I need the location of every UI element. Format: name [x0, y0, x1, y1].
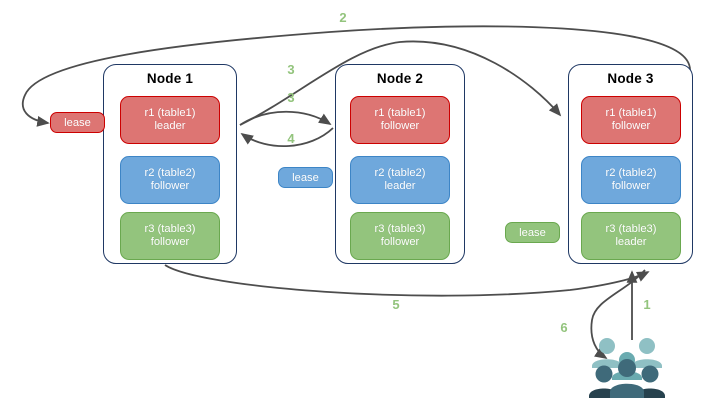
replica-label-line2: follower: [611, 180, 651, 192]
edge-5-node1-to-node3: [164, 264, 650, 297]
step-label-6: 6: [560, 320, 568, 335]
lease-badge-table1[interactable]: lease: [50, 112, 105, 133]
step-label-4: 4: [287, 131, 295, 146]
node-title-2: Node 2: [376, 71, 424, 86]
replica-node1-r2[interactable]: r2 (table2) follower: [120, 156, 220, 204]
replica-node2-r2[interactable]: r2 (table2) leader: [350, 156, 450, 204]
replica-node1-r1[interactable]: r1 (table1) leader: [120, 96, 220, 144]
replica-label-line2: follower: [150, 236, 190, 248]
replica-label-line1: r2 (table2): [374, 166, 426, 179]
replica-label-line2: follower: [380, 236, 420, 248]
replica-node3-r3[interactable]: r3 (table3) leader: [581, 212, 681, 260]
replica-label-line1: r3 (table3): [144, 222, 196, 235]
replica-node2-r3[interactable]: r3 (table3) follower: [350, 212, 450, 260]
replica-node2-r1[interactable]: r1 (table1) follower: [350, 96, 450, 144]
lease-badge-table3[interactable]: lease: [505, 222, 560, 243]
node-title-3: Node 3: [607, 71, 654, 86]
step-label-3b: 3: [287, 90, 295, 105]
replica-label-line1: r1 (table1): [374, 106, 426, 119]
replica-label-line1: r1 (table1): [144, 106, 196, 119]
step-label-1: 1: [643, 297, 651, 312]
replica-label-line1: r3 (table3): [605, 222, 657, 235]
replica-label-line1: r1 (table1): [605, 106, 657, 119]
replica-node3-r2[interactable]: r2 (table2) follower: [581, 156, 681, 204]
replica-label-line1: r2 (table2): [144, 166, 196, 179]
replica-label-line1: r3 (table3): [374, 222, 426, 235]
step-label-2: 2: [339, 10, 347, 25]
node-title-1: Node 1: [146, 71, 194, 86]
edge-3-node1-to-node2: [239, 110, 332, 126]
replica-node3-r1[interactable]: r1 (table1) follower: [581, 96, 681, 144]
replica-label-line1: r2 (table2): [605, 166, 657, 179]
replica-label-line2: leader: [615, 236, 647, 248]
replica-label-line2: follower: [150, 180, 190, 192]
step-label-3a: 3: [287, 62, 295, 77]
replica-label-line2: follower: [380, 120, 420, 132]
replica-label-line2: follower: [611, 120, 651, 132]
users-icon: [589, 338, 665, 398]
replica-label-line2: leader: [384, 180, 416, 192]
step-label-5: 5: [392, 297, 400, 312]
replica-node1-r3[interactable]: r3 (table3) follower: [120, 212, 220, 260]
replica-label-line2: leader: [154, 120, 186, 132]
lease-badge-table2[interactable]: lease: [278, 167, 333, 188]
